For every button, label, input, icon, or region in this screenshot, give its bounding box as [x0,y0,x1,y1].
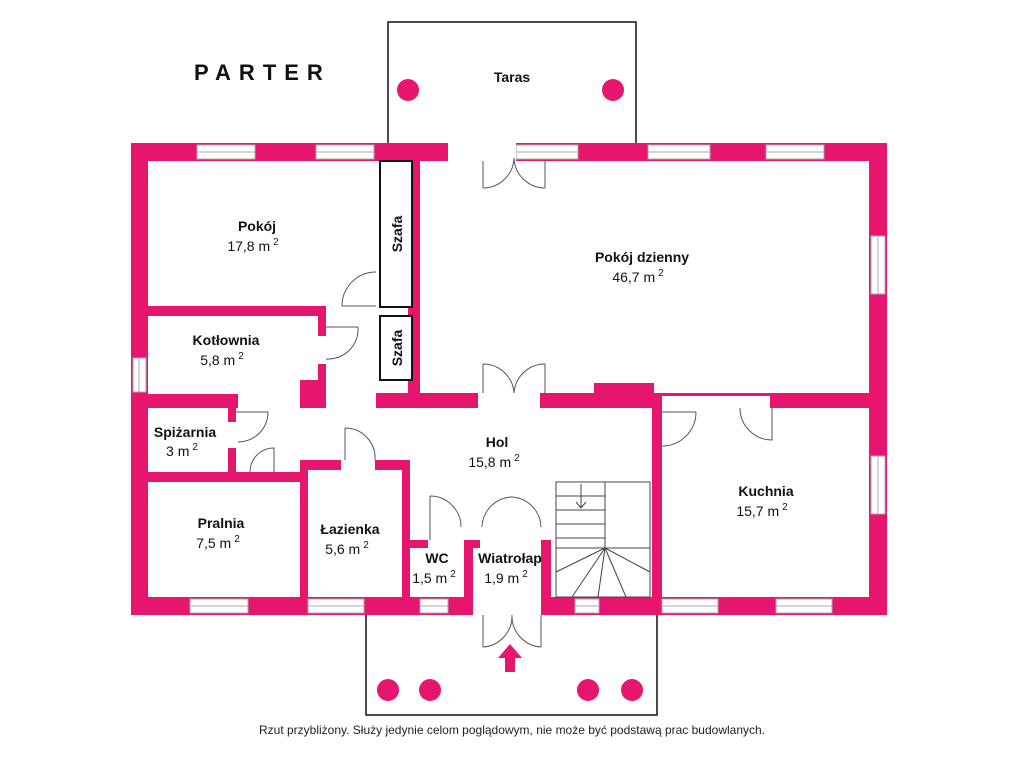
room-name-wc: WC [425,550,448,566]
room-name-szafa-upper: Szafa [389,216,405,253]
room-name-spizarnia: Spiżarnia [154,424,216,440]
room-name-pralnia: Pralnia [198,515,245,531]
column-marker [377,679,399,701]
floor-title: PARTER [194,60,331,85]
staircase [555,481,651,598]
room-name-wiatrolap: Wiatrołap [478,550,542,566]
doors [236,157,773,648]
room-name-kuchnia: Kuchnia [738,483,793,499]
column-marker [621,679,643,701]
room-name-szafa-lower: Szafa [389,330,405,367]
column-marker [419,679,441,701]
disclaimer-note: Rzut przybliżony. Służy jedynie celom po… [258,723,766,737]
column-marker [577,679,599,701]
entrance-porch [365,612,658,716]
room-name-pokoj-dzienny: Pokój dzienny [595,249,689,265]
windows [132,144,886,614]
entrance-arrow-icon [498,644,522,672]
room-name-taras: Taras [494,69,531,85]
room-name-pokoj: Pokój [238,218,276,234]
room-name-lazienka: Łazienka [320,521,379,537]
room-name-hol: Hol [486,434,509,450]
column-marker [602,79,624,101]
wardrobes [379,160,413,381]
column-marker [397,79,419,101]
room-name-kotlownia: Kotłownia [193,332,260,348]
walls [131,143,887,615]
